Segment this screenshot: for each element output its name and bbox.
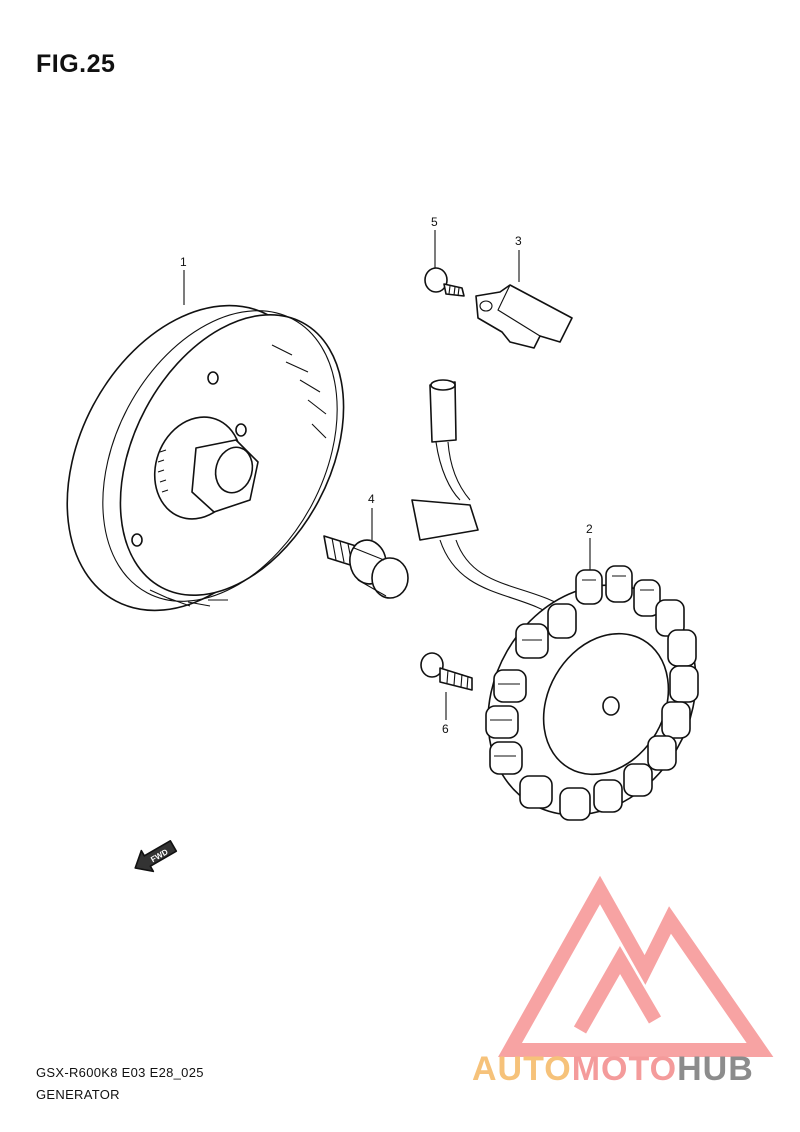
callout-3: 3: [515, 234, 522, 248]
stator-part-2: [411, 379, 699, 821]
watermark-auto: AUTO: [472, 1050, 572, 1088]
watermark-logo-icon: [498, 875, 774, 1057]
model-code: GSX-R600K8 E03 E28_025: [36, 1065, 204, 1080]
callout-2: 2: [586, 522, 593, 536]
fwd-arrow-icon: FWD: [134, 840, 178, 873]
callout-1: 1: [180, 255, 187, 269]
callout-4: 4: [368, 492, 375, 506]
callout-6: 6: [442, 722, 449, 736]
clamp-part-3: [475, 250, 573, 349]
watermark-moto: MOTO: [571, 1050, 678, 1088]
bolt-part-5: [424, 230, 465, 297]
figure-title: FIG.25: [36, 50, 116, 78]
figure-name: GENERATOR: [36, 1087, 120, 1102]
watermark-wordmark: AUTOMOTOHUB: [472, 1050, 754, 1089]
bolt-part-6: [420, 652, 473, 720]
rotor-part-1: [66, 270, 345, 612]
watermark-hub: HUB: [677, 1050, 754, 1088]
bolt-part-4: [323, 508, 409, 599]
callout-5: 5: [431, 215, 438, 229]
